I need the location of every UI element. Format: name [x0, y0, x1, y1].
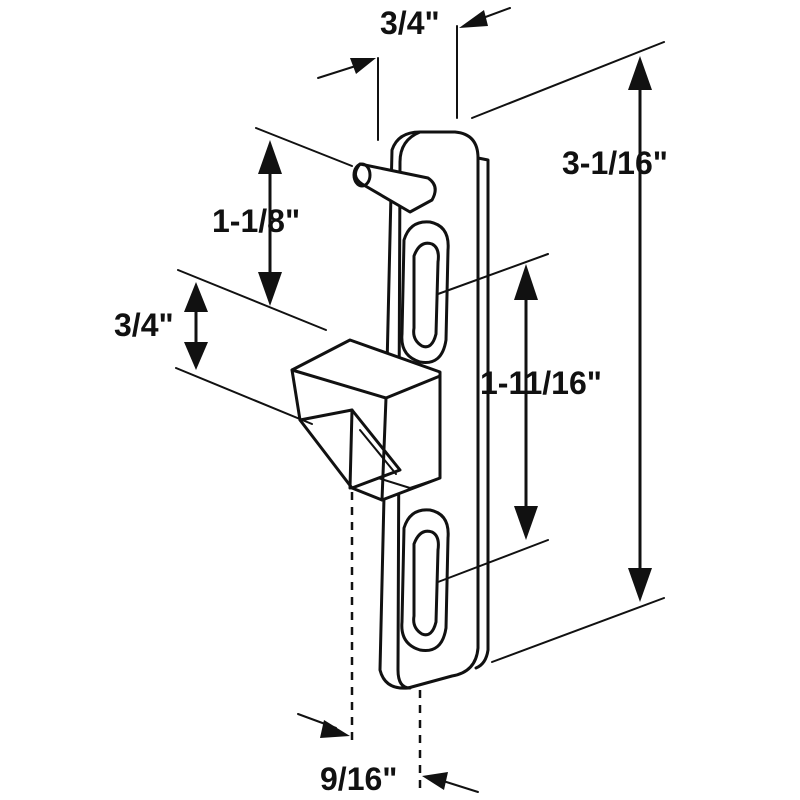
dim-bottom-depth: [297, 492, 479, 793]
label-overall-height: 3-1/16": [562, 145, 668, 181]
dim-top-width: [317, 7, 511, 141]
latch-part: [290, 130, 490, 690]
label-bottom-depth: 9/16": [320, 761, 397, 797]
upper-slot: [400, 220, 450, 365]
top-pin: [352, 162, 437, 214]
latch-plate-side: [474, 156, 490, 670]
label-pin-offset: 1-1/8": [212, 203, 300, 239]
dim-hook-height: [175, 282, 313, 425]
dim-hole-spacing: [437, 253, 549, 583]
label-top-width: 3/4": [380, 5, 440, 41]
dim-overall-height: [471, 41, 665, 663]
lower-slot: [400, 508, 450, 653]
dim-pin-offset: [177, 127, 353, 331]
hook-block: [290, 338, 442, 502]
label-hole-spacing: 1-11/16": [480, 365, 602, 401]
label-hook-height: 3/4": [114, 307, 174, 343]
